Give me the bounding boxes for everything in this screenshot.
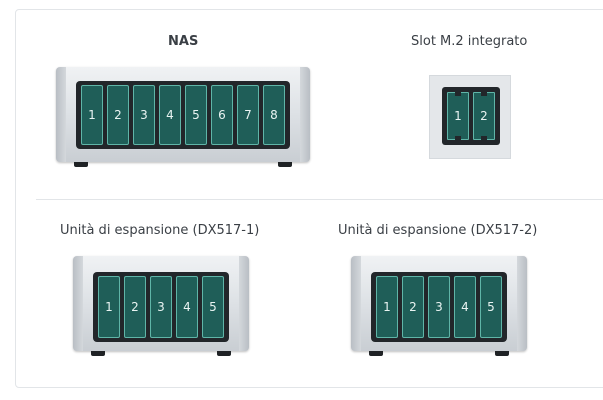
dx517-2-slot-5[interactable]: 5 — [480, 276, 502, 338]
nas-foot-right — [278, 162, 292, 167]
dx517-1-slot-1[interactable]: 1 — [98, 276, 120, 338]
dx517-2-drive-bay: 1 2 3 4 5 — [371, 272, 507, 342]
dx517-2-foot-right — [495, 351, 509, 356]
dx517-2-slot-2[interactable]: 2 — [402, 276, 424, 338]
dx517-1-foot-left — [91, 351, 105, 356]
nas-slot-6[interactable]: 6 — [211, 85, 233, 145]
m2-bay: 1 2 — [442, 87, 500, 145]
dx517-2-slot-3[interactable]: 3 — [428, 276, 450, 338]
nas-title: NAS — [168, 34, 198, 49]
nas-slot-7[interactable]: 7 — [237, 85, 259, 145]
m2-slot-2[interactable]: 2 — [473, 92, 495, 140]
nas-slot-5[interactable]: 5 — [185, 85, 207, 145]
nas-slot-4[interactable]: 4 — [159, 85, 181, 145]
nas-slot-8[interactable]: 8 — [263, 85, 285, 145]
dx517-1-slot-4[interactable]: 4 — [176, 276, 198, 338]
dx517-1-drive-bay: 1 2 3 4 5 — [93, 272, 229, 342]
dx517-1-device: 1 2 3 4 5 — [73, 256, 249, 356]
nas-slot-2[interactable]: 2 — [107, 85, 129, 145]
nas-device: 1 2 3 4 5 6 7 8 — [56, 67, 310, 167]
dx517-1-slot-5[interactable]: 5 — [202, 276, 224, 338]
dx517-2-foot-left — [369, 351, 383, 356]
nas-slot-1[interactable]: 1 — [81, 85, 103, 145]
nas-foot-left — [74, 162, 88, 167]
dx517-2-slot-4[interactable]: 4 — [454, 276, 476, 338]
m2-slot-1[interactable]: 1 — [447, 92, 469, 140]
dx517-1-slot-3[interactable]: 3 — [150, 276, 172, 338]
m2-title: Slot M.2 integrato — [411, 34, 527, 49]
dx517-1-title: Unità di espansione (DX517-1) — [60, 223, 259, 238]
dx517-1-slot-2[interactable]: 2 — [124, 276, 146, 338]
dx517-2-title: Unità di espansione (DX517-2) — [338, 223, 537, 238]
nas-slot-3[interactable]: 3 — [133, 85, 155, 145]
dx517-2-device: 1 2 3 4 5 — [351, 256, 527, 356]
nas-drive-bay: 1 2 3 4 5 6 7 8 — [76, 81, 290, 149]
section-divider — [36, 199, 603, 200]
dx517-1-foot-right — [217, 351, 231, 356]
dx517-2-slot-1[interactable]: 1 — [376, 276, 398, 338]
m2-module: 1 2 — [429, 75, 511, 159]
